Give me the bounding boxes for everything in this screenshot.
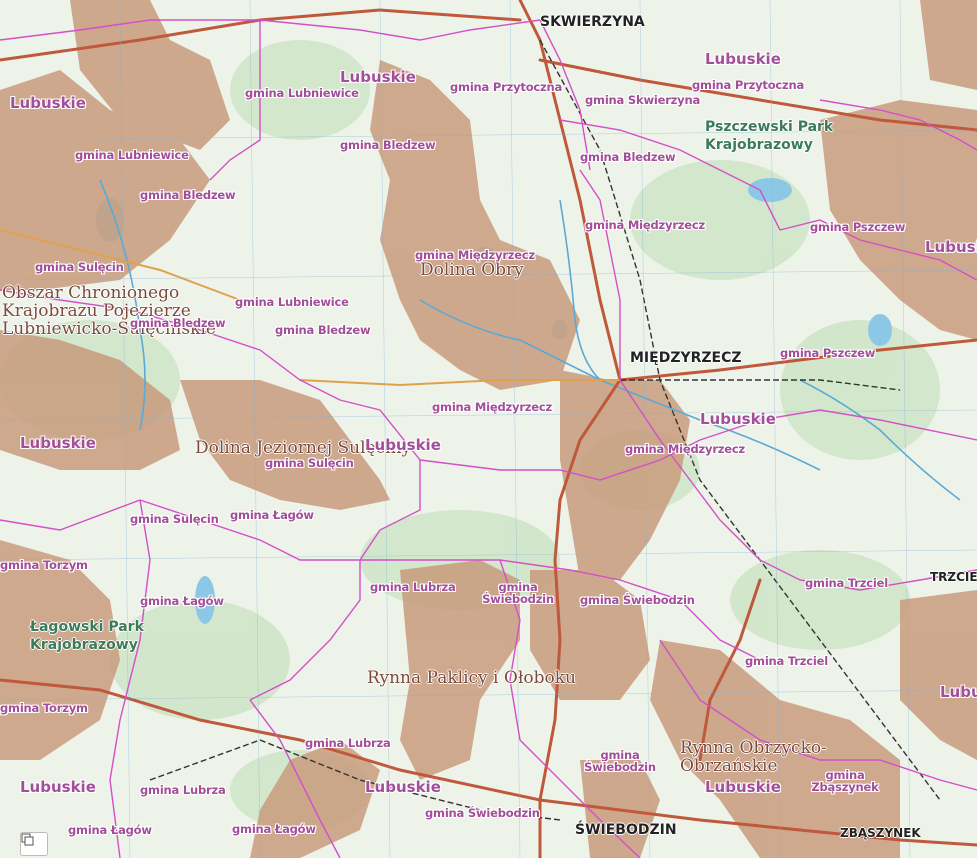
gmina-label: gmina Świebodzin: [482, 580, 554, 606]
gmina-label: gmina Bledzew: [130, 316, 226, 330]
region-label: Lubuskie: [365, 778, 441, 796]
gmina-label: gmina Międzyrzecz: [585, 218, 705, 232]
gmina-label: gmina Lubniewice: [235, 295, 349, 309]
gmina-label: gmina Skwierzyna: [585, 93, 701, 107]
region-label: Lubuskie: [365, 436, 441, 454]
gmina-label: gmina Bledzew: [340, 138, 436, 152]
gmina-label: gmina Bledzew: [140, 188, 236, 202]
gmina-label: gmina Sulęcin: [130, 512, 219, 526]
region-label: Lubuskie: [700, 410, 776, 428]
gmina-label: gmina Łagów: [68, 823, 152, 837]
gmina-label: gmina Łagów: [232, 822, 316, 836]
gmina-label: gmina Lubrza: [140, 783, 226, 797]
city-label-swiebodzin: ŚWIEBODZIN: [575, 822, 677, 838]
gmina-label: gmina Pszczew: [810, 220, 906, 234]
gmina-label: gmina Łagów: [140, 594, 224, 608]
region-label: Lubuskie: [705, 50, 781, 68]
gmina-label: gmina Świebodzin: [580, 593, 695, 607]
area-label-rynna-obrzycko: Rynna Obrzycko-Obrzańskie: [680, 738, 827, 776]
region-label: Lubuskie: [705, 778, 781, 796]
region-label: Lubuskie: [940, 683, 977, 701]
park-label-pszczewski: Pszczewski Park Krajobrazowy: [705, 119, 834, 154]
area-label-rynna-paklicy: Rynna Paklicy i Ołoboku: [367, 668, 576, 688]
gmina-label: gmina Łagów: [230, 508, 314, 522]
region-label: Lubuskie: [20, 434, 96, 452]
gmina-label: gmina Trzciel: [805, 576, 888, 590]
region-label: Lubuskie: [20, 778, 96, 796]
region-label: Lubuskie: [925, 238, 977, 256]
area-label-dolina-jeziornej: Dolina Jeziornej Sulęciny: [195, 438, 412, 458]
gmina-label: gmina Lubniewice: [75, 148, 189, 162]
gmina-label: gmina Bledzew: [580, 150, 676, 164]
gmina-label: gmina Międzyrzecz: [625, 442, 745, 456]
gmina-label: gmina Zbąszynek: [811, 768, 879, 794]
region-label: Lubuskie: [340, 68, 416, 86]
city-label-skwierzyna: SKWIERZYNA: [540, 14, 645, 30]
gmina-label: gmina Świebodzin: [425, 806, 540, 820]
gmina-label: gmina Sulęcin: [265, 456, 354, 470]
gmina-label: gmina Międzyrzecz: [432, 400, 552, 414]
city-label-zbaszynek: ZBĄSZYNEK: [840, 826, 921, 840]
city-label-trzciel: TRZCIEL: [930, 570, 977, 584]
region-label: Lubuskie: [10, 94, 86, 112]
gmina-label: gmina Trzciel: [745, 654, 828, 668]
city-label-miedzyrzecz: MIĘDZYRZECZ: [630, 350, 742, 366]
gmina-label: gmina Torzym: [0, 558, 88, 572]
area-label-osk-pojezierze: Obszar Chronionego Krajobrazu Pojezierze…: [2, 283, 216, 339]
gmina-label: gmina Pszczew: [780, 346, 876, 360]
layers-button[interactable]: [20, 832, 48, 856]
gmina-label: gmina Lubrza: [370, 580, 456, 594]
area-label-dolina-obry: Dolina Obry: [420, 260, 524, 280]
gmina-label: gmina Świebodzin: [584, 748, 656, 774]
gmina-label: gmina Przytoczna: [450, 80, 563, 94]
gmina-label: gmina Lubrza: [305, 736, 391, 750]
gmina-label: gmina Sulęcin: [35, 260, 124, 274]
park-label-lagowski: Łagowski Park Krajobrazowy: [30, 619, 144, 654]
gmina-label: gmina Torzym: [0, 701, 88, 715]
gmina-label: gmina Bledzew: [275, 323, 371, 337]
gmina-label: gmina Przytoczna: [692, 78, 805, 92]
gmina-label: gmina Międzyrzecz: [415, 248, 535, 262]
layers-icon: [21, 833, 34, 846]
gmina-label: gmina Lubniewice: [245, 86, 359, 100]
